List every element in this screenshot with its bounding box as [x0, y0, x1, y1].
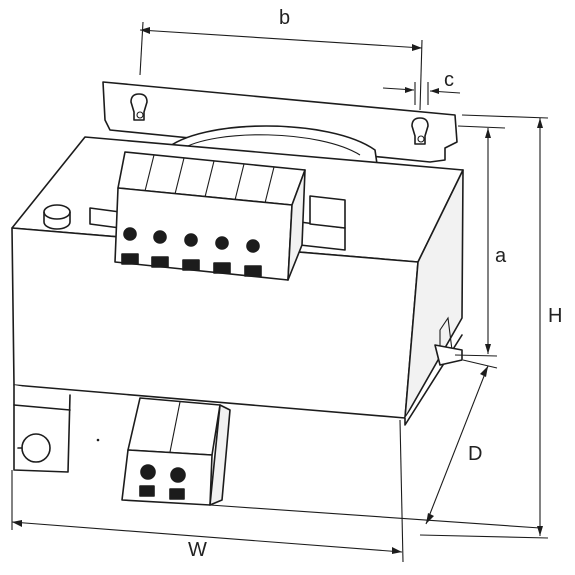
label-w: W: [188, 539, 207, 561]
dimension-d: [425, 359, 498, 525]
label-a: a: [495, 245, 507, 267]
label-b: b: [279, 7, 290, 29]
keyhole-left: [130, 93, 148, 121]
label-c: c: [444, 69, 454, 91]
dimension-a: [454, 125, 506, 357]
foot-left: [13, 384, 71, 473]
dimension-h: [419, 114, 549, 539]
top-clips: [89, 195, 346, 251]
keyhole-right: [411, 117, 429, 145]
dimension-b: [139, 21, 423, 111]
label-h: H: [548, 305, 562, 327]
terminal-block-bottom: [121, 397, 231, 506]
label-d: D: [468, 443, 482, 465]
speck: [96, 438, 100, 442]
mounting-plate: [102, 81, 458, 163]
dimension-w: [11, 419, 541, 563]
top-terminal-screws: [123, 227, 260, 253]
foot-right: [404, 334, 463, 426]
ground-stud: [43, 204, 71, 230]
top-terminal-slots: [121, 253, 262, 277]
dimension-c: [382, 82, 461, 105]
terminal-block-top: [114, 151, 306, 281]
